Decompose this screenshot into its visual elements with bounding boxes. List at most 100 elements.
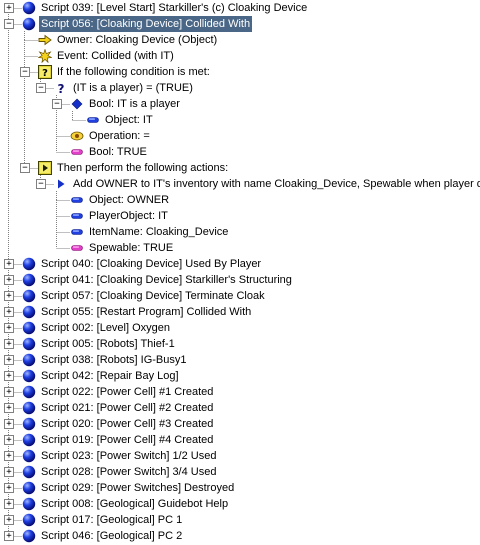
expand-toggle[interactable]: + [4, 259, 14, 269]
tree-node-label[interactable]: Script 022: [Power Cell] #1 Created [41, 386, 214, 398]
tree-node-script-039[interactable]: + Script 039: [Level Start] Starkiller's … [0, 0, 480, 16]
tree-node-script-056[interactable]: − Script 056: [Cloaking Device] Collided … [0, 16, 480, 32]
tree-node-script-021[interactable]: + Script 021: [Power Cell] #2 Created [0, 400, 480, 416]
tree-node-owner[interactable]: Owner: Cloaking Device (Object) [0, 32, 480, 48]
tree-node-param-object-owner[interactable]: Object: OWNER [0, 192, 480, 208]
tree-node-label[interactable]: Script 019: [Power Cell] #4 Created [41, 434, 214, 446]
tree-node-script-017[interactable]: + Script 017: [Geological] PC 1 [0, 512, 480, 528]
tree-node-label[interactable]: Script 055: [Restart Program] Collided W… [41, 306, 252, 318]
tree-node-script-019[interactable]: + Script 019: [Power Cell] #4 Created [0, 432, 480, 448]
collapse-toggle[interactable]: − [4, 19, 14, 29]
collapse-toggle[interactable]: − [36, 179, 46, 189]
tree-node-param-spewable[interactable]: Spewable: TRUE [0, 240, 480, 256]
tree-node-script-028[interactable]: + Script 028: [Power Switch] 3/4 Used [0, 464, 480, 480]
tree-node-script-029[interactable]: + Script 029: [Power Switches] Destroyed [0, 480, 480, 496]
expand-toggle[interactable]: + [4, 419, 14, 429]
action-triangle-icon [54, 177, 68, 191]
expand-toggle[interactable]: + [4, 515, 14, 525]
tree-node-script-022[interactable]: + Script 022: [Power Cell] #1 Created [0, 384, 480, 400]
tree-node-operation[interactable]: Operation: = [0, 128, 480, 144]
tree-node-condition-block[interactable]: −?If the following condition is met: [0, 64, 480, 80]
tree-node-label[interactable]: Script 021: [Power Cell] #2 Created [41, 402, 214, 414]
tree-node-bool-it-is-player[interactable]: − Bool: IT is a player [0, 96, 480, 112]
expand-toggle[interactable]: + [4, 403, 14, 413]
tree-node-script-008[interactable]: + Script 008: [Geological] Guidebot Help [0, 496, 480, 512]
collapse-toggle[interactable]: − [20, 163, 30, 173]
tree-node-label[interactable]: PlayerObject: IT [89, 210, 168, 222]
tree-node-action-add-inventory[interactable]: − Add OWNER to IT's inventory with name C… [0, 176, 480, 192]
tree-node-script-055[interactable]: + Script 055: [Restart Program] Collided … [0, 304, 480, 320]
tree-node-param-player-object[interactable]: PlayerObject: IT [0, 208, 480, 224]
tree-node-script-046[interactable]: + Script 046: [Geological] PC 2 [0, 528, 480, 544]
tree-node-label[interactable]: If the following condition is met: [57, 66, 210, 78]
tree-node-label[interactable]: Script 005: [Robots] Thief-1 [41, 338, 175, 350]
tree-node-script-023[interactable]: + Script 023: [Power Switch] 1/2 Used [0, 448, 480, 464]
tree-node-script-038[interactable]: + Script 038: [Robots] IG-Busy1 [0, 352, 480, 368]
tree-node-label[interactable]: Bool: IT is a player [89, 98, 180, 110]
tree-node-label[interactable]: Script 040: [Cloaking Device] Used By Pl… [41, 258, 262, 270]
tree-node-script-040[interactable]: + Script 040: [Cloaking Device] Used By P… [0, 256, 480, 272]
tree-node-label[interactable]: Script 023: [Power Switch] 1/2 Used [41, 450, 217, 462]
tree-node-label[interactable]: Script 020: [Power Cell] #3 Created [41, 418, 214, 430]
expand-toggle[interactable]: + [4, 3, 14, 13]
tree-node-bool-true[interactable]: Bool: TRUE [0, 144, 480, 160]
tree-node-label[interactable]: Object: IT [105, 114, 153, 126]
tree-node-label[interactable]: Script 046: [Geological] PC 2 [41, 530, 183, 542]
collapse-toggle[interactable]: − [52, 99, 62, 109]
expand-toggle[interactable]: + [4, 499, 14, 509]
tree-node-label[interactable]: Then perform the following actions: [57, 162, 229, 174]
tree-node-action-block[interactable]: − Then perform the following actions: [0, 160, 480, 176]
tree-node-label[interactable]: Script 041: [Cloaking Device] Starkiller… [41, 274, 292, 286]
tree-node-label[interactable]: Event: Collided (with IT) [57, 50, 174, 62]
expand-toggle[interactable]: + [4, 451, 14, 461]
collapse-toggle[interactable]: − [36, 83, 46, 93]
tree-node-object-it[interactable]: Object: IT [0, 112, 480, 128]
tree-node-label[interactable]: Script 017: [Geological] PC 1 [41, 514, 183, 526]
script-ball-icon [22, 529, 36, 543]
expand-toggle[interactable]: + [4, 355, 14, 365]
tree-node-label[interactable]: Owner: Cloaking Device (Object) [57, 34, 218, 46]
expand-toggle[interactable]: + [4, 307, 14, 317]
tree-node-label[interactable]: Spewable: TRUE [89, 242, 174, 254]
tree-node-label[interactable]: Script 038: [Robots] IG-Busy1 [41, 354, 187, 366]
tree-node-label[interactable]: ItemName: Cloaking_Device [89, 226, 229, 238]
tree-node-label[interactable]: Script 039: [Level Start] Starkiller's (… [41, 2, 308, 14]
tree-node-script-057[interactable]: + Script 057: [Cloaking Device] Terminate… [0, 288, 480, 304]
tree-node-param-item-name[interactable]: ItemName: Cloaking_Device [0, 224, 480, 240]
tree-node-label[interactable]: Script 042: [Repair Bay Log] [41, 370, 179, 382]
tree-node-label[interactable]: Object: OWNER [89, 194, 170, 206]
script-ball-icon [22, 417, 36, 431]
tree-node-label[interactable]: Bool: TRUE [89, 146, 147, 158]
collapse-toggle[interactable]: − [20, 67, 30, 77]
tree-node-label[interactable]: (IT is a player) = (TRUE) [73, 82, 193, 94]
script-ball-icon [22, 449, 36, 463]
expand-toggle[interactable]: + [4, 371, 14, 381]
tree-node-script-020[interactable]: + Script 020: [Power Cell] #3 Created [0, 416, 480, 432]
tree-node-script-042[interactable]: + Script 042: [Repair Bay Log] [0, 368, 480, 384]
tree-node-label[interactable]: Script 029: [Power Switches] Destroyed [41, 482, 235, 494]
expand-toggle[interactable]: + [4, 387, 14, 397]
tree-node-label[interactable]: Script 008: [Geological] Guidebot Help [41, 498, 229, 510]
tree-node-label[interactable]: Script 056: [Cloaking Device] Collided W… [39, 16, 253, 32]
tree-node-script-002[interactable]: + Script 002: [Level] Oxygen [0, 320, 480, 336]
tree-node-event[interactable]: Event: Collided (with IT) [0, 48, 480, 64]
expand-toggle[interactable]: + [4, 275, 14, 285]
parameter-pill-icon [86, 113, 100, 127]
tree-node-condition-expression[interactable]: −?(IT is a player) = (TRUE) [0, 80, 480, 96]
tree-node-script-005[interactable]: + Script 005: [Robots] Thief-1 [0, 336, 480, 352]
tree-node-label[interactable]: Script 028: [Power Switch] 3/4 Used [41, 466, 217, 478]
expand-toggle[interactable]: + [4, 483, 14, 493]
tree-node-label[interactable]: Operation: = [89, 130, 150, 142]
expand-toggle[interactable]: + [4, 291, 14, 301]
tree-node-label[interactable]: Script 002: [Level] Oxygen [41, 322, 171, 334]
expand-toggle[interactable]: + [4, 323, 14, 333]
expand-toggle[interactable]: + [4, 531, 14, 541]
expand-toggle[interactable]: + [4, 435, 14, 445]
tree-node-script-041[interactable]: + Script 041: [Cloaking Device] Starkille… [0, 272, 480, 288]
expand-toggle[interactable]: + [4, 339, 14, 349]
tree-node-label[interactable]: Add OWNER to IT's inventory with name Cl… [73, 178, 480, 190]
tree-node-label[interactable]: Script 057: [Cloaking Device] Terminate … [41, 290, 265, 302]
literal-pill-icon [70, 145, 84, 159]
expand-toggle[interactable]: + [4, 467, 14, 477]
